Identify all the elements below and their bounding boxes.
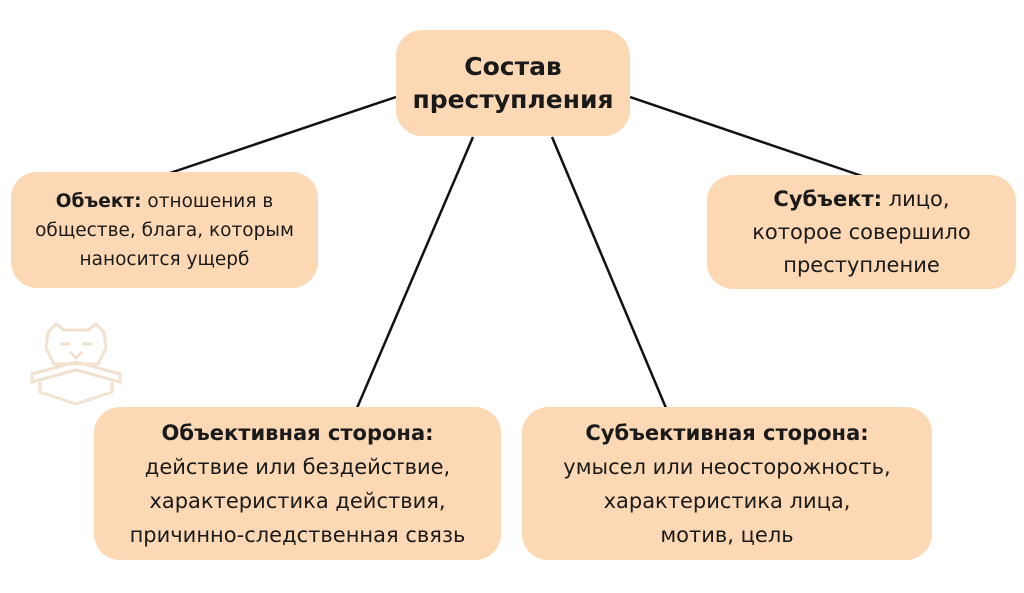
object-line-3: наносится ущерб (79, 248, 250, 270)
objective-side-node: Объективная сторона: действие или бездей… (94, 407, 501, 560)
subject-title: Субъект: (773, 186, 883, 211)
subject-line-1: Субъект: лицо, (773, 183, 949, 216)
subject-node: Субъект: лицо, которое совершило преступ… (707, 175, 1016, 289)
subject-line-3: преступление (783, 252, 940, 277)
object-title: Объект: (55, 190, 142, 212)
connector-root-subject (629, 95, 863, 178)
objective-side-line-1: действие или бездействие, (144, 454, 451, 479)
object-line-2: обществе, блага, которым (35, 219, 294, 241)
bear-logo-icon (30, 322, 122, 406)
subjective-side-line-1: умысел или неосторожность, (563, 454, 891, 479)
object-node: Объект: отношения в обществе, блага, кот… (11, 172, 318, 288)
objective-side-line-3: причинно-следственная связь (129, 522, 466, 547)
subjective-side-line-3: мотив, цель (660, 522, 794, 547)
connector-root-object (169, 95, 397, 175)
subject-line-1-text: лицо, (882, 186, 950, 211)
objective-side-title: Объективная сторона: (161, 420, 434, 445)
objective-side-line-2: характеристика действия, (149, 488, 446, 513)
subjective-side-title: Субъективная сторона: (585, 420, 869, 445)
object-line-1: Объект: отношения в (56, 187, 274, 216)
object-line-1-text: отношения в (141, 190, 274, 212)
root-node: Состав преступления (396, 30, 630, 136)
subjective-side-node: Субъективная сторона: умысел или неостор… (522, 407, 932, 560)
connector-root-subjective-side (550, 136, 668, 409)
subjective-side-line-2: характеристика лица, (603, 488, 851, 513)
root-title-line-1: Состав (464, 52, 562, 81)
connector-root-objective-side (355, 136, 475, 409)
subject-line-2: которое совершило (752, 219, 971, 244)
root-title-line-2: преступления (412, 85, 614, 114)
